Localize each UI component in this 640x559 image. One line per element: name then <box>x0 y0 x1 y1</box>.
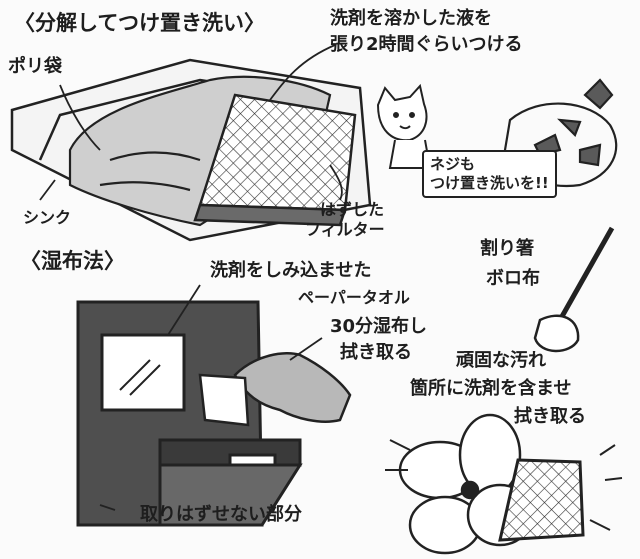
pointer-lines-top <box>39 44 343 201</box>
label-fixed-part: 取りはずせない部分 <box>140 504 302 525</box>
label-chopsticks: 割り箸 <box>480 238 534 259</box>
label-sink: シンク <box>23 208 72 227</box>
label-filter-2: フィルター <box>305 220 385 239</box>
label-wipe-2: 拭き取る <box>340 342 412 363</box>
label-stubborn-3: 拭き取る <box>514 406 586 427</box>
filter-drawing <box>193 93 357 227</box>
label-cloth: ボロ布 <box>486 268 540 289</box>
hand-drawing <box>198 351 352 427</box>
title-soak: 〈分解してつけ置き洗い〉 <box>14 11 265 35</box>
speech-bubble: ネジも つけ置き洗いを!! <box>422 150 557 198</box>
label-stubborn-2: 箇所に洗剤を含ませ <box>410 378 572 399</box>
label-solution-2: 張り2時間ぐらいつける <box>330 34 523 55</box>
grill-drawing <box>498 458 585 542</box>
title-compress: 〈湿布法〉 <box>20 249 125 273</box>
speech-line-2: つけ置き洗いを!! <box>430 173 549 192</box>
label-paper-towel-2: ペーパータオル <box>298 288 410 307</box>
cat-drawing <box>376 83 432 169</box>
pointer-lines-bottom <box>99 284 323 511</box>
label-filter-1: はずした <box>320 200 385 219</box>
label-solution-1: 洗剤を溶かした液を <box>330 8 492 29</box>
label-bag: ポリ袋 <box>8 56 62 77</box>
label-stubborn-1: 頑固な汚れ <box>456 350 546 371</box>
chopsticks-drawing <box>533 226 615 353</box>
motion-lines <box>385 439 623 531</box>
speech-line-1: ネジも <box>430 155 476 173</box>
unit-drawing <box>76 300 303 527</box>
label-paper-towel-1: 洗剤をしみ込ませた <box>210 260 372 281</box>
label-wipe-1: 30分湿布し <box>330 316 428 337</box>
